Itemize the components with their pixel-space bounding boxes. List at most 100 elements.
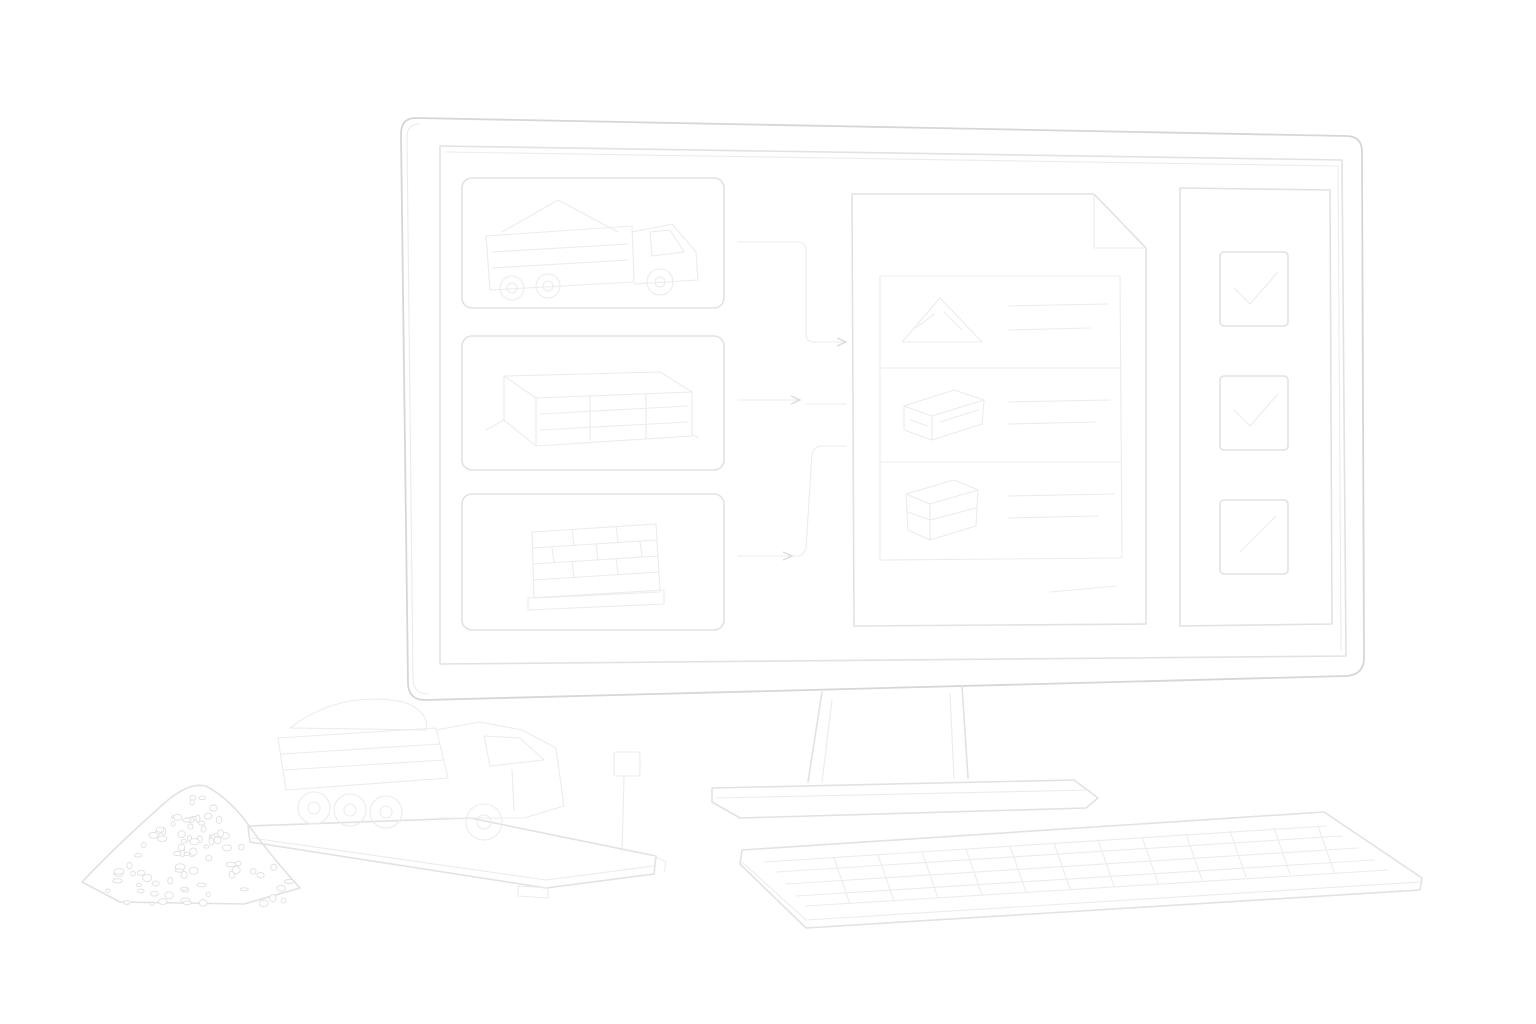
monitor-screen bbox=[439, 145, 1347, 665]
gravel-pile bbox=[81, 784, 301, 908]
checklist-item-1 bbox=[1219, 251, 1289, 327]
pebble bbox=[200, 825, 207, 833]
pebble bbox=[225, 861, 237, 868]
pebble bbox=[149, 901, 155, 906]
pebble bbox=[136, 870, 146, 876]
pebble bbox=[148, 831, 159, 839]
partial-check-icon bbox=[1239, 515, 1277, 553]
pebble bbox=[217, 829, 224, 838]
scale-indicator bbox=[613, 751, 641, 853]
pebble bbox=[203, 844, 210, 849]
flow-arrows bbox=[737, 241, 846, 556]
pebble bbox=[179, 849, 185, 858]
document-signature-line bbox=[1049, 585, 1117, 593]
pebble bbox=[221, 844, 233, 852]
pebble bbox=[198, 899, 208, 907]
pebble bbox=[280, 897, 287, 904]
pebble bbox=[258, 899, 269, 908]
document-row-lumber bbox=[903, 389, 1111, 441]
truck-scale bbox=[247, 698, 667, 899]
lumber-stack-icon bbox=[485, 371, 699, 447]
pebble bbox=[182, 900, 192, 906]
checkmark-icon bbox=[1233, 393, 1279, 427]
pebble bbox=[142, 873, 153, 882]
pebble bbox=[112, 878, 123, 884]
checklist-item-3 bbox=[1219, 499, 1289, 575]
pebble bbox=[113, 868, 125, 875]
pebble bbox=[150, 890, 159, 897]
pebble bbox=[235, 860, 242, 867]
pebble bbox=[209, 804, 218, 812]
pebble bbox=[208, 837, 215, 846]
pebble bbox=[188, 866, 199, 875]
pebble bbox=[196, 882, 207, 888]
pebble bbox=[140, 842, 147, 849]
pebble bbox=[174, 868, 185, 873]
pebble bbox=[177, 843, 186, 852]
pebble bbox=[167, 876, 174, 885]
checklist-panel bbox=[1179, 187, 1333, 627]
truck-load-gravel bbox=[289, 698, 428, 731]
pebble bbox=[198, 820, 205, 826]
pebble bbox=[198, 795, 207, 801]
document-row-blocks bbox=[905, 479, 1115, 541]
pebble bbox=[164, 891, 174, 900]
pebble bbox=[180, 838, 188, 844]
pebble bbox=[136, 888, 145, 894]
input-card-lumber bbox=[461, 335, 725, 471]
input-card-truck bbox=[461, 177, 725, 309]
pebble bbox=[195, 814, 201, 823]
pebble bbox=[157, 898, 168, 905]
pebble bbox=[172, 813, 183, 821]
keyboard bbox=[739, 811, 1423, 929]
lumber-bundle-icon bbox=[903, 389, 985, 441]
pebble bbox=[239, 887, 249, 892]
pebble bbox=[182, 817, 192, 823]
pebble bbox=[203, 812, 213, 820]
checkbox bbox=[1219, 375, 1289, 451]
pebble bbox=[249, 868, 257, 875]
gravel-heap-icon bbox=[81, 784, 301, 905]
gravel-pebbles bbox=[105, 794, 295, 908]
pebble bbox=[123, 899, 131, 905]
monitor-stand bbox=[711, 685, 1099, 819]
pebble bbox=[130, 870, 136, 877]
pebble bbox=[276, 885, 286, 892]
pebble bbox=[205, 891, 211, 897]
pebble bbox=[133, 853, 143, 858]
checklist-item-2 bbox=[1219, 375, 1289, 451]
pebble bbox=[269, 894, 277, 903]
document-row-gravel bbox=[901, 297, 1109, 343]
keyboard-keys bbox=[763, 825, 1389, 907]
pebble bbox=[126, 862, 133, 870]
pebble bbox=[105, 888, 111, 893]
pebble bbox=[189, 847, 198, 856]
pebble bbox=[213, 836, 222, 845]
checkbox bbox=[1219, 499, 1289, 575]
input-cards-column bbox=[461, 177, 725, 631]
pebble bbox=[256, 872, 265, 879]
pebble bbox=[283, 879, 295, 884]
monitor bbox=[400, 117, 1365, 819]
pebble bbox=[157, 835, 168, 842]
pebble bbox=[215, 815, 223, 824]
pebble bbox=[170, 820, 176, 827]
brick-pallet-icon bbox=[527, 523, 665, 611]
pebble bbox=[238, 843, 245, 851]
pebble bbox=[189, 799, 195, 806]
pebble bbox=[270, 863, 278, 871]
input-card-bricks bbox=[461, 493, 725, 631]
checkmark-icon bbox=[1233, 271, 1279, 305]
pebble bbox=[187, 823, 194, 830]
block-stack-icon bbox=[905, 479, 979, 541]
pebble bbox=[180, 886, 188, 891]
checkbox bbox=[1219, 251, 1289, 327]
pebble bbox=[180, 870, 188, 879]
gravel-pile-icon bbox=[901, 297, 983, 343]
pebble bbox=[177, 830, 186, 839]
summary-document bbox=[851, 193, 1147, 627]
pebble bbox=[205, 854, 213, 862]
loaded-dump-truck-icon bbox=[277, 698, 565, 841]
dump-truck-icon bbox=[485, 199, 699, 301]
